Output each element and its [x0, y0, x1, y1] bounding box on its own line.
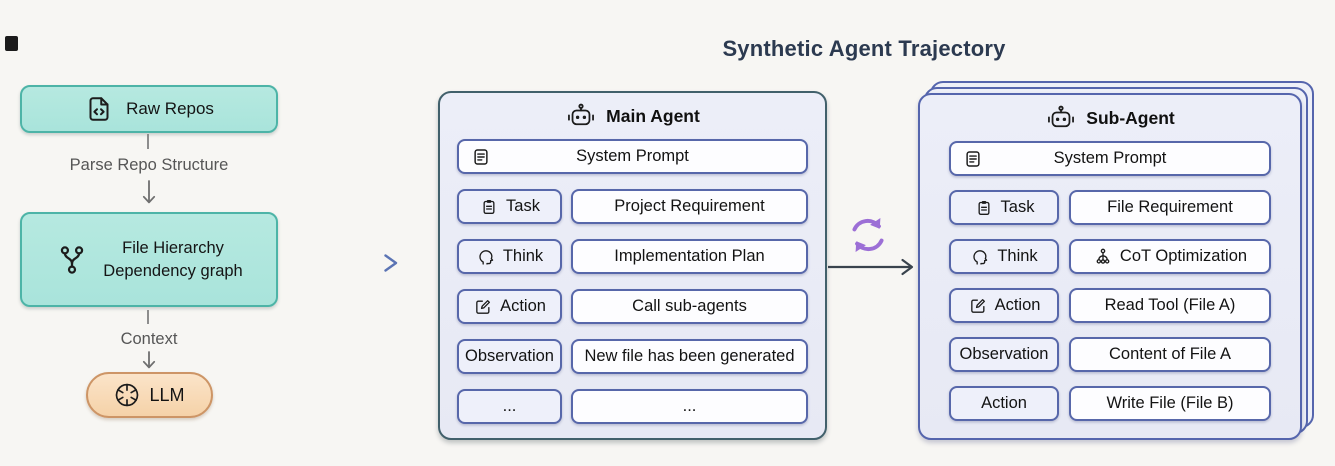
- system-prompt-label: System Prompt: [576, 147, 689, 165]
- think-content-box: Implementation Plan: [571, 239, 808, 274]
- sub-agent-row-task: Task File Requirement: [949, 190, 1271, 225]
- think-label-box: Think: [949, 239, 1059, 274]
- main-agent-header: Main Agent: [440, 93, 825, 139]
- main-agent-title: Main Agent: [606, 105, 700, 126]
- llm-label: LLM: [149, 384, 185, 405]
- action2-label-box: Action: [949, 386, 1059, 421]
- think-label: Think: [502, 247, 544, 265]
- observation-label: Observation: [959, 345, 1049, 363]
- sub-agent-row-action2: Action Write File (File B): [949, 386, 1271, 421]
- right-arrow-dark-icon: [828, 258, 914, 276]
- down-arrow-icon: [140, 180, 158, 210]
- action-content-box: Call sub-agents: [571, 289, 808, 324]
- document-lines-icon: [962, 148, 984, 170]
- main-agent-body: System Prompt Task Project Requirement T…: [440, 139, 825, 424]
- head-profile-icon: [476, 247, 496, 267]
- think-content: CoT Optimization: [1119, 247, 1248, 265]
- action-content: Read Tool (File A): [1104, 296, 1236, 314]
- observation-content-box: New file has been generated: [571, 339, 808, 374]
- ellipsis-content: ...: [682, 397, 697, 415]
- think-content-box: CoT Optimization: [1069, 239, 1271, 274]
- raw-repos-label: Raw Repos: [126, 99, 214, 118]
- main-agent-row-ellipsis: ... ...: [457, 389, 808, 424]
- observation-label-box: Observation: [949, 337, 1059, 372]
- connector-line: [147, 134, 149, 149]
- ellipsis-content-box: ...: [571, 389, 808, 424]
- sub-agent-row-think: Think CoT Optimization: [949, 239, 1271, 274]
- file-hierarchy-line1: File Hierarchy: [122, 239, 224, 258]
- parse-repo-structure-label: Parse Repo Structure: [69, 156, 229, 174]
- task-label-box: Task: [949, 190, 1059, 225]
- think-content: Implementation Plan: [614, 247, 765, 265]
- git-branch-icon: [55, 243, 89, 277]
- raw-repos-node: Raw Repos: [20, 85, 278, 133]
- file-hierarchy-node: File Hierarchy Dependency graph: [20, 212, 278, 307]
- system-prompt-label: System Prompt: [1053, 149, 1167, 167]
- action2-label: Action: [981, 394, 1027, 412]
- openai-logo-icon: [114, 382, 140, 408]
- refresh-cycle-icon: [845, 212, 891, 258]
- clipboard-icon: [974, 198, 994, 218]
- think-label: Think: [997, 247, 1038, 265]
- observation-content: New file has been generated: [584, 347, 795, 365]
- ellipsis-label-box: ...: [457, 389, 562, 424]
- edit-pencil-icon: [968, 296, 988, 316]
- head-profile-icon: [970, 247, 990, 267]
- action-label: Action: [994, 296, 1041, 314]
- main-agent-row-action: Action Call sub-agents: [457, 289, 808, 324]
- main-agent-row-think: Think Implementation Plan: [457, 239, 808, 274]
- task-content-box: Project Requirement: [571, 189, 808, 224]
- diagram-title: Synthetic Agent Trajectory: [722, 36, 1006, 61]
- sub-agent-row-observation: Observation Content of File A: [949, 337, 1271, 372]
- task-content-box: File Requirement: [1069, 190, 1271, 225]
- task-label: Task: [1000, 198, 1035, 216]
- robot-icon: [1045, 105, 1077, 132]
- robot-icon: [565, 103, 597, 130]
- edit-pencil-icon: [473, 297, 493, 317]
- task-label: Task: [506, 197, 540, 215]
- main-agent-row-observation: Observation New file has been generated: [457, 339, 808, 374]
- observation-content-box: Content of File A: [1069, 337, 1271, 372]
- sub-agent-panel: Sub-Agent System Prompt Task File Requir…: [918, 93, 1302, 440]
- action2-content-box: Write File (File B): [1069, 386, 1271, 421]
- action-label-box: Action: [457, 289, 562, 324]
- main-agent-row-task: Task Project Requirement: [457, 189, 808, 224]
- action2-content: Write File (File B): [1106, 394, 1234, 412]
- context-label: Context: [120, 330, 178, 348]
- sub-agent-body: System Prompt Task File Requirement Thin…: [920, 141, 1300, 421]
- right-arrow-blue-icon: [315, 254, 398, 272]
- sub-agent-header: Sub-Agent: [920, 95, 1300, 141]
- action-label-box: Action: [949, 288, 1059, 323]
- ellipsis-label: ...: [502, 397, 517, 415]
- system-prompt-box: System Prompt: [457, 139, 808, 174]
- observation-label-box: Observation: [457, 339, 562, 374]
- action-content: Call sub-agents: [632, 297, 747, 315]
- file-hierarchy-label: File Hierarchy Dependency graph: [103, 237, 242, 282]
- tree-branch-icon: [1093, 247, 1113, 267]
- connector-line: [147, 310, 149, 324]
- observation-label: Observation: [465, 347, 554, 365]
- corner-mark: [5, 36, 18, 51]
- action-label: Action: [500, 297, 546, 315]
- clipboard-icon: [479, 197, 499, 217]
- llm-node: LLM: [86, 372, 213, 418]
- task-content: Project Requirement: [614, 197, 765, 215]
- main-agent-panel: Main Agent System Prompt Task Project Re…: [438, 91, 827, 440]
- action-content-box: Read Tool (File A): [1069, 288, 1271, 323]
- sub-agent-title: Sub-Agent: [1086, 107, 1175, 128]
- think-label-box: Think: [457, 239, 562, 274]
- observation-content: Content of File A: [1109, 345, 1231, 363]
- task-label-box: Task: [457, 189, 562, 224]
- document-lines-icon: [470, 146, 492, 168]
- file-code-icon: [84, 94, 114, 124]
- system-prompt-box: System Prompt: [949, 141, 1271, 176]
- file-hierarchy-line2: Dependency graph: [103, 261, 243, 280]
- task-content: File Requirement: [1107, 198, 1233, 216]
- sub-agent-row-action: Action Read Tool (File A): [949, 288, 1271, 323]
